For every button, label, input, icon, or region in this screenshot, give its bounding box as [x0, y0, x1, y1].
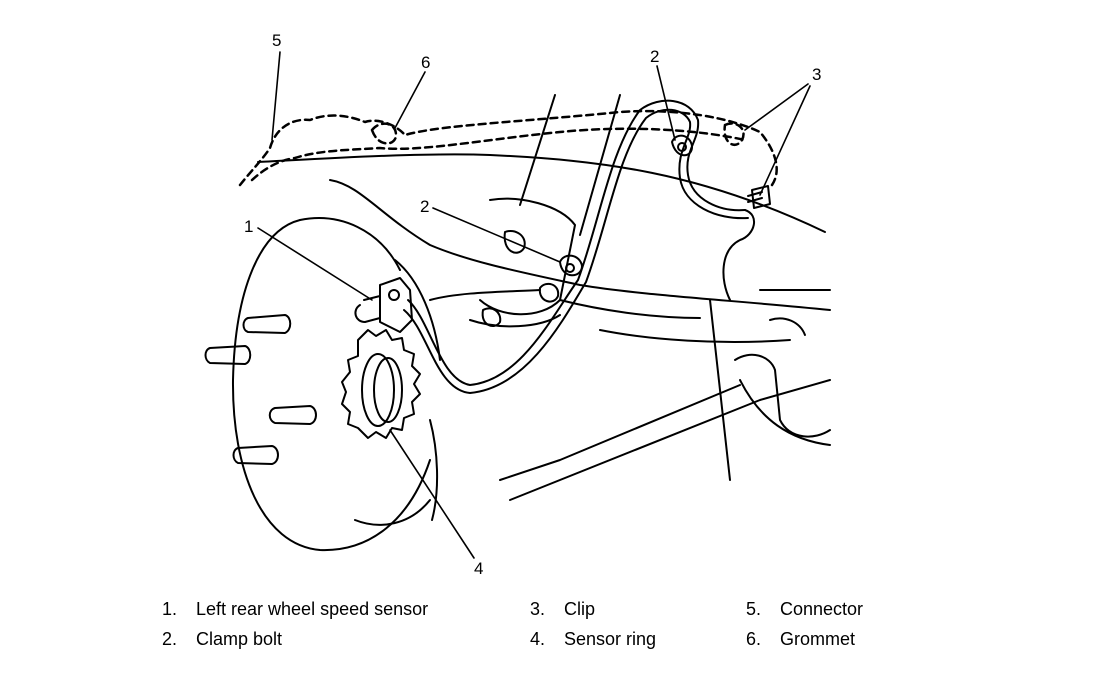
legend-number: 1.	[162, 599, 178, 619]
callout-6: 6	[421, 53, 430, 72]
legend-number: 4.	[530, 629, 546, 649]
legend-label: Clamp bolt	[196, 629, 283, 649]
legend-item-5: 5. Connector	[746, 596, 863, 626]
callout-1: 1	[244, 217, 253, 236]
callout-3: 3	[812, 65, 821, 84]
wheel-studs	[204, 314, 317, 465]
legend-label: Sensor ring	[564, 629, 657, 649]
legend-item-6: 6. Grommet	[746, 626, 863, 656]
legend-item-4: 4. Sensor ring	[530, 626, 656, 656]
legend-label: Grommet	[780, 629, 856, 649]
callout-5: 5	[272, 31, 281, 50]
legend-number: 5.	[746, 599, 762, 619]
abs-sensor-diagram: 5 6 1 2 2 3 4	[204, 31, 831, 578]
legend-item-1: 1. Left rear wheel speed sensor	[162, 596, 428, 626]
legend-number: 6.	[746, 629, 762, 649]
legend-item-2: 2. Clamp bolt	[162, 626, 428, 656]
legend-item-3: 3. Clip	[530, 596, 656, 626]
callout-2-lower: 2	[420, 197, 429, 216]
brake-drum	[231, 217, 441, 552]
sensor-ring	[341, 329, 421, 439]
legend-column-2: 3. Clip 4. Sensor ring	[530, 596, 656, 656]
sensor-harness	[403, 99, 755, 394]
body-outline	[238, 109, 778, 187]
legend-label: Left rear wheel speed sensor	[196, 599, 429, 619]
callout-4: 4	[474, 559, 483, 578]
wheel-speed-sensor	[354, 277, 413, 333]
legend-column-3: 5. Connector 6. Grommet	[746, 596, 863, 656]
legend-number: 2.	[162, 629, 178, 649]
leader-lines	[257, 51, 811, 559]
legend-column-1: 1. Left rear wheel speed sensor 2. Clamp b…	[162, 596, 428, 656]
legend: 1. Left rear wheel speed sensor 2. Clamp b…	[0, 596, 1120, 666]
callout-2-upper: 2	[650, 47, 659, 66]
legend-number: 3.	[530, 599, 546, 619]
legend-label: Connector	[780, 599, 864, 619]
legend-label: Clip	[564, 599, 596, 619]
callout-numbers: 5 6 1 2 2 3 4	[244, 31, 821, 578]
clamp-bolts	[538, 134, 693, 303]
frame	[257, 94, 831, 501]
